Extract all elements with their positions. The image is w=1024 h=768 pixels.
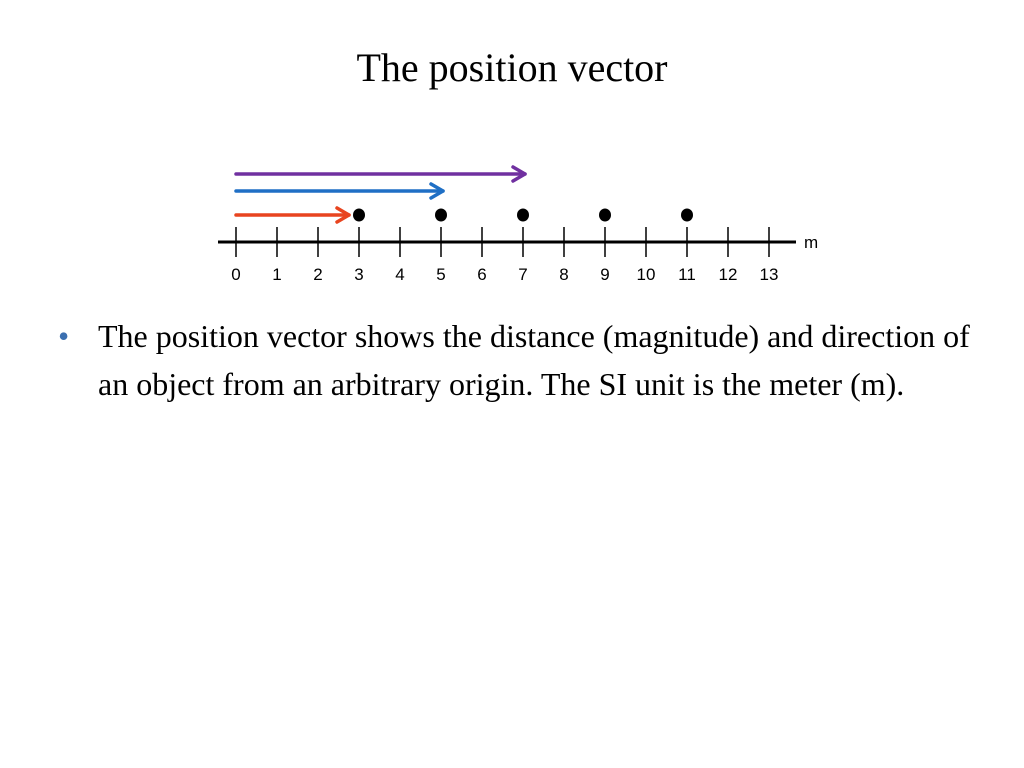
tick-label: 10 [637,265,656,284]
tick-label: 0 [231,265,240,284]
blue-arrow-head-icon [429,182,445,200]
bullet-list: • The position vector shows the distance… [58,312,998,408]
axis-unit-label: m [804,233,818,252]
position-dot [599,208,611,222]
bullet-text: The position vector shows the distance (… [98,318,970,402]
tick-label: 7 [518,265,527,284]
tick-label: 11 [678,265,696,284]
tick-label: 8 [559,265,568,284]
purple-arrow-head-icon [511,165,527,183]
position-dot [517,208,529,222]
red-arrow-head-icon [335,206,351,224]
bullet-item: • The position vector shows the distance… [58,312,998,408]
tick-label: 9 [600,265,609,284]
position-dot [353,208,365,222]
tick-label: 13 [760,265,779,284]
bullet-marker: • [58,318,70,354]
tick-label: 4 [395,265,404,284]
tick-label: 12 [719,265,738,284]
tick-label: 5 [436,265,445,284]
slide-title: The position vector [356,45,668,90]
position-dot [681,208,693,222]
tick-label: 6 [477,265,486,284]
position-dot [435,208,447,222]
tick-label: 3 [354,265,363,284]
tick-label: 1 [272,265,281,284]
tick-label: 2 [313,265,322,284]
